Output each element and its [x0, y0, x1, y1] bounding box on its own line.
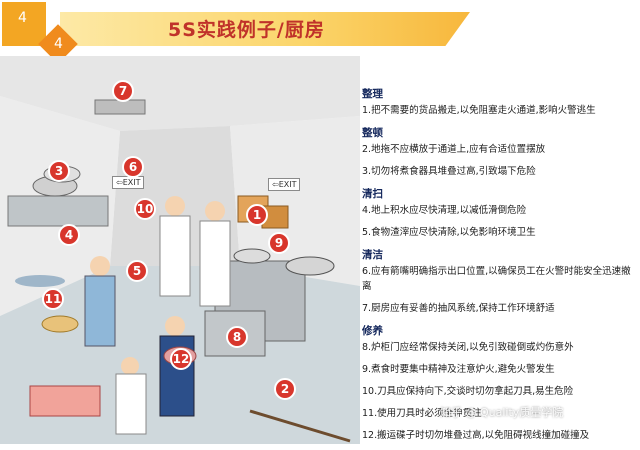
marker-8: 8 — [226, 326, 248, 348]
header: 4 4 5S实践例子/厨房 — [0, 0, 640, 64]
rule-item: 6.应有箭嘴明确指示出口位置,以确保员工在火警时能安全迅速撤离 — [362, 266, 631, 292]
marker-9: 9 — [268, 232, 290, 254]
rule-item: 1.把不需要的货品搬走,以免阻塞走火通道,影响火警逃生 — [362, 105, 596, 116]
marker-6: 6 — [122, 156, 144, 178]
rule-item: 3.切勿将煮食器具堆叠过高,引致塌下危险 — [362, 166, 536, 177]
marker-2: 2 — [274, 378, 296, 400]
section-seiton: 整顿 2.地拖不应横放于通道上,应有合适位置摆放 3.切勿将煮食器具堆叠过高,引… — [362, 125, 638, 179]
rule-item: 5.食物渣滓应尽快清除,以免影响环境卫生 — [362, 227, 536, 238]
section-heading: 整理 — [362, 88, 383, 100]
section-heading: 清扫 — [362, 188, 383, 200]
marker-4: 4 — [58, 224, 80, 246]
section-seiketsu: 清洁 6.应有箭嘴明确指示出口位置,以确保员工在火警时能安全迅速撤离 7.厨房应… — [362, 247, 638, 316]
rule-item: 10.刀具应保持向下,交谈时切勿拿起刀具,易生危险 — [362, 386, 574, 397]
rule-item: 12.搬运碟子时切勿堆叠过高,以免阻碍视线撞加碰撞及 — [362, 430, 590, 441]
marker-3: 3 — [48, 160, 70, 182]
marker-1: 1 — [246, 204, 268, 226]
kitchen-drawing — [0, 56, 360, 444]
badge-number-b: 4 — [54, 36, 63, 52]
marker-5: 5 — [126, 260, 148, 282]
rule-item: 8.炉柜门应经常保持关闭,以免引致碰倒或灼伤意外 — [362, 342, 574, 353]
section-shitsuke: 修养 8.炉柜门应经常保持关闭,以免引致碰倒或灼伤意外 9.煮食时要集中精神及注… — [362, 323, 638, 443]
marker-12: 12 — [170, 348, 192, 370]
page-badge-square — [2, 2, 46, 46]
marker-7: 7 — [112, 80, 134, 102]
section-heading: 清洁 — [362, 249, 383, 261]
watermark: 知乎 @ Quality质量学院 — [440, 406, 564, 419]
section-heading: 修养 — [362, 325, 383, 337]
rule-item: 4.地上积水应尽快清理,以减低滑倒危险 — [362, 205, 527, 216]
section-seiri: 整理 1.把不需要的货品搬走,以免阻塞走火通道,影响火警逃生 — [362, 86, 638, 118]
rule-item: 2.地拖不应横放于通道上,应有合适位置摆放 — [362, 144, 546, 155]
exit-sign-right: ⇦EXIT — [268, 178, 301, 191]
section-seiso: 清扫 4.地上积水应尽快清理,以减低滑倒危险 5.食物渣滓应尽快清除,以免影响环… — [362, 186, 638, 240]
rules-column: 整理 1.把不需要的货品搬走,以免阻塞走火通道,影响火警逃生 整顿 2.地拖不应… — [362, 84, 638, 450]
marker-11: 11 — [42, 288, 64, 310]
kitchen-illustration: ⇦EXIT ⇦EXIT 7 3 6 10 1 9 4 5 11 8 12 2 — [0, 56, 360, 444]
rule-item: 11.使用刀具时必须全神贯注 — [362, 408, 482, 419]
section-heading: 整顿 — [362, 127, 383, 139]
exit-sign-left: ⇦EXIT — [112, 176, 145, 189]
title-band — [60, 12, 470, 46]
page-title: 5S实践例子/厨房 — [168, 19, 325, 41]
rule-item: 9.煮食时要集中精神及注意炉火,避免火警发生 — [362, 364, 555, 375]
badge-number-a: 4 — [18, 10, 27, 26]
marker-10: 10 — [134, 198, 156, 220]
rule-item: 7.厨房应有妥善的抽风系统,保持工作环境舒适 — [362, 303, 555, 314]
